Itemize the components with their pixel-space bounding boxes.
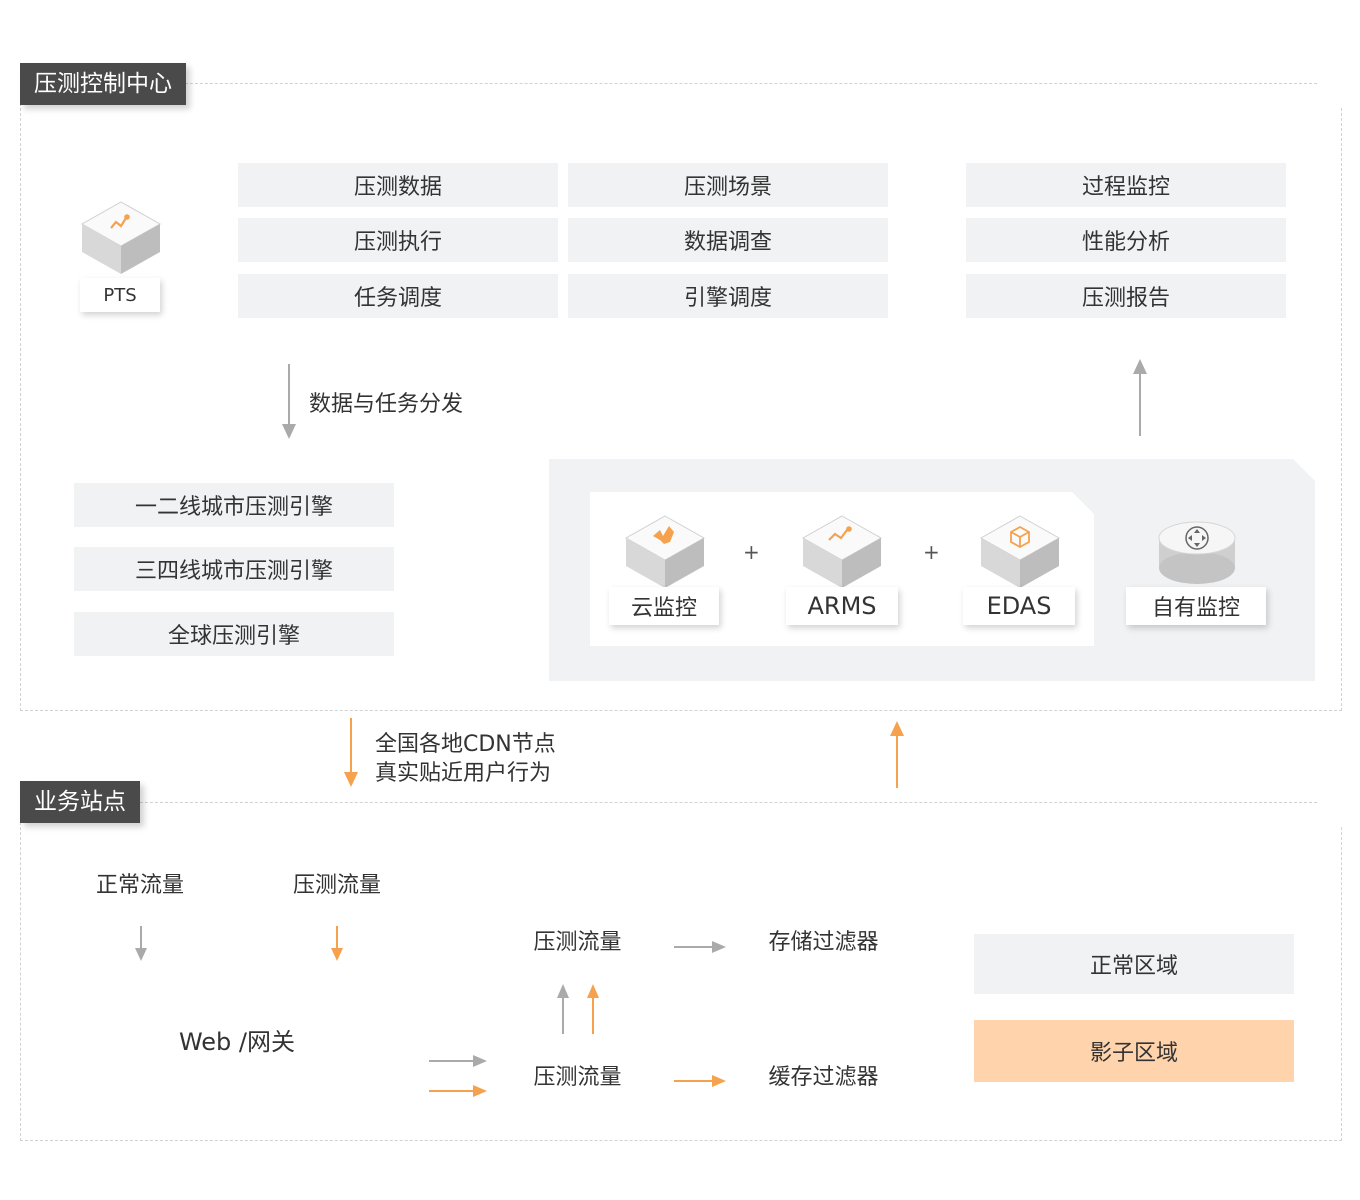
arms-label: ARMS xyxy=(786,587,898,625)
dispatch-arrow-icon xyxy=(282,364,296,439)
dispatch-label: 数据与任务分发 xyxy=(309,392,464,417)
zones-card xyxy=(953,899,1314,1116)
plus-sign: + xyxy=(923,540,940,564)
normal-traffic-card: 正常流量 xyxy=(50,842,230,924)
business-site-title: 业务站点 xyxy=(20,781,140,823)
monitor-up-arrow-icon xyxy=(1133,359,1147,436)
cloud-monitor-label: 云监控 xyxy=(609,587,719,625)
business-up-arrow-icon xyxy=(890,721,904,788)
control-center-title: 压测控制中心 xyxy=(20,63,186,105)
test-traffic-top-card: 压测流量 xyxy=(487,899,668,981)
gateway-to-test-arrows-icon xyxy=(429,1055,487,1097)
cache-filter-card: 缓存过滤器 xyxy=(733,1034,914,1116)
to-cache-filter-arrow-icon xyxy=(674,1075,726,1087)
function-chip: 引擎调度 xyxy=(568,274,888,318)
engine-chip: 一二线城市压测引擎 xyxy=(74,483,394,527)
test-traffic-bottom-card: 压测流量 xyxy=(487,1034,668,1116)
storage-filter-card: 存储过滤器 xyxy=(733,899,914,981)
control-center-region xyxy=(20,83,1342,711)
cdn-label-line2: 真实贴近用户行为 xyxy=(375,761,552,786)
self-monitor-label: 自有监控 xyxy=(1126,587,1266,625)
pts-label: PTS xyxy=(80,278,160,312)
arms-cube-icon xyxy=(801,515,883,588)
function-chip: 任务调度 xyxy=(238,274,558,318)
function-chip: 压测场景 xyxy=(568,163,888,207)
normal-zone: 正常区域 xyxy=(974,934,1294,994)
cloud-monitor-cube-icon xyxy=(624,515,706,588)
shadow-zone: 影子区域 xyxy=(974,1020,1294,1082)
analysis-chip: 压测报告 xyxy=(966,274,1286,318)
function-chip: 压测执行 xyxy=(238,218,558,262)
edas-cube-icon xyxy=(979,515,1061,588)
test-up-arrows-icon xyxy=(557,984,599,1034)
engine-chip: 全球压测引擎 xyxy=(74,612,394,656)
normal-traffic-arrow-icon xyxy=(135,926,147,961)
pts-cube-icon xyxy=(80,201,162,274)
analysis-chip: 性能分析 xyxy=(966,218,1286,262)
plus-sign: + xyxy=(743,540,760,564)
function-chip: 压测数据 xyxy=(238,163,558,207)
cdn-label-line1: 全国各地CDN节点 xyxy=(375,732,556,757)
business-site-region xyxy=(20,802,1342,1141)
cdn-down-arrow-icon xyxy=(344,718,358,787)
edas-label: EDAS xyxy=(963,587,1075,625)
to-storage-filter-arrow-icon xyxy=(674,941,726,953)
engine-chip: 三四线城市压测引擎 xyxy=(74,547,394,591)
gateway-card: Web /网关 xyxy=(47,963,427,1115)
self-monitor-cylinder-icon xyxy=(1158,521,1236,584)
function-chip: 数据调查 xyxy=(568,218,888,262)
test-traffic-arrow-icon xyxy=(331,926,343,961)
test-traffic-card: 压测流量 xyxy=(247,842,427,924)
analysis-chip: 过程监控 xyxy=(966,163,1286,207)
